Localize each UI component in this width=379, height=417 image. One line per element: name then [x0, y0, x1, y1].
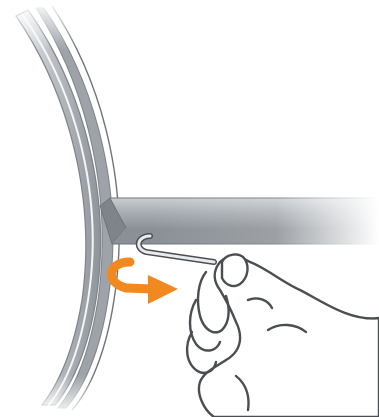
hand — [187, 255, 379, 417]
hand-thumb — [222, 255, 247, 286]
rotation-arrow-head — [148, 275, 178, 304]
rail-fade-mask — [150, 190, 379, 250]
hand-ring-finger — [187, 332, 216, 373]
